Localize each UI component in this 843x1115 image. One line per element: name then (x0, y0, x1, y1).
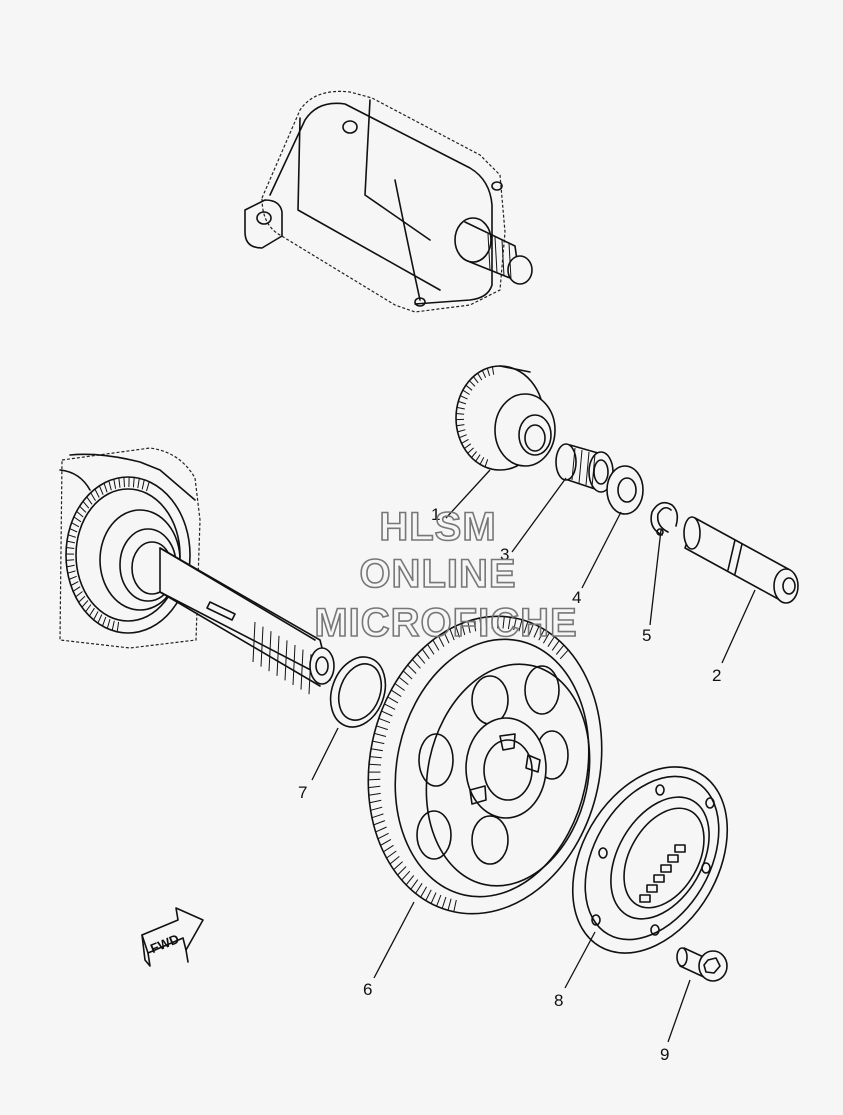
callout-8: 8 (554, 991, 563, 1010)
callout-9: 9 (660, 1045, 669, 1064)
watermark-line-2: ONLINE (359, 552, 516, 596)
watermark-line-1: HLSM (379, 505, 496, 549)
part-5-circlip (651, 503, 677, 535)
fwd-arrow-icon: FWD (142, 908, 203, 966)
part-2-shaft (684, 517, 798, 603)
crankshaft-assembly (60, 448, 334, 694)
callout-6: 6 (363, 980, 372, 999)
part-1-idler-gear (456, 366, 555, 470)
callout-7: 7 (298, 783, 307, 802)
callout-5: 5 (642, 626, 651, 645)
watermark-line-3: MICROFICHE (314, 601, 577, 645)
watermark: HLSM ONLINE MICROFICHE (314, 505, 577, 645)
part-9-bolt (677, 948, 727, 981)
part-3-needle-bearing (556, 444, 613, 492)
starter-motor (245, 91, 532, 312)
part-4-washer (607, 466, 643, 514)
callout-2: 2 (712, 666, 721, 685)
